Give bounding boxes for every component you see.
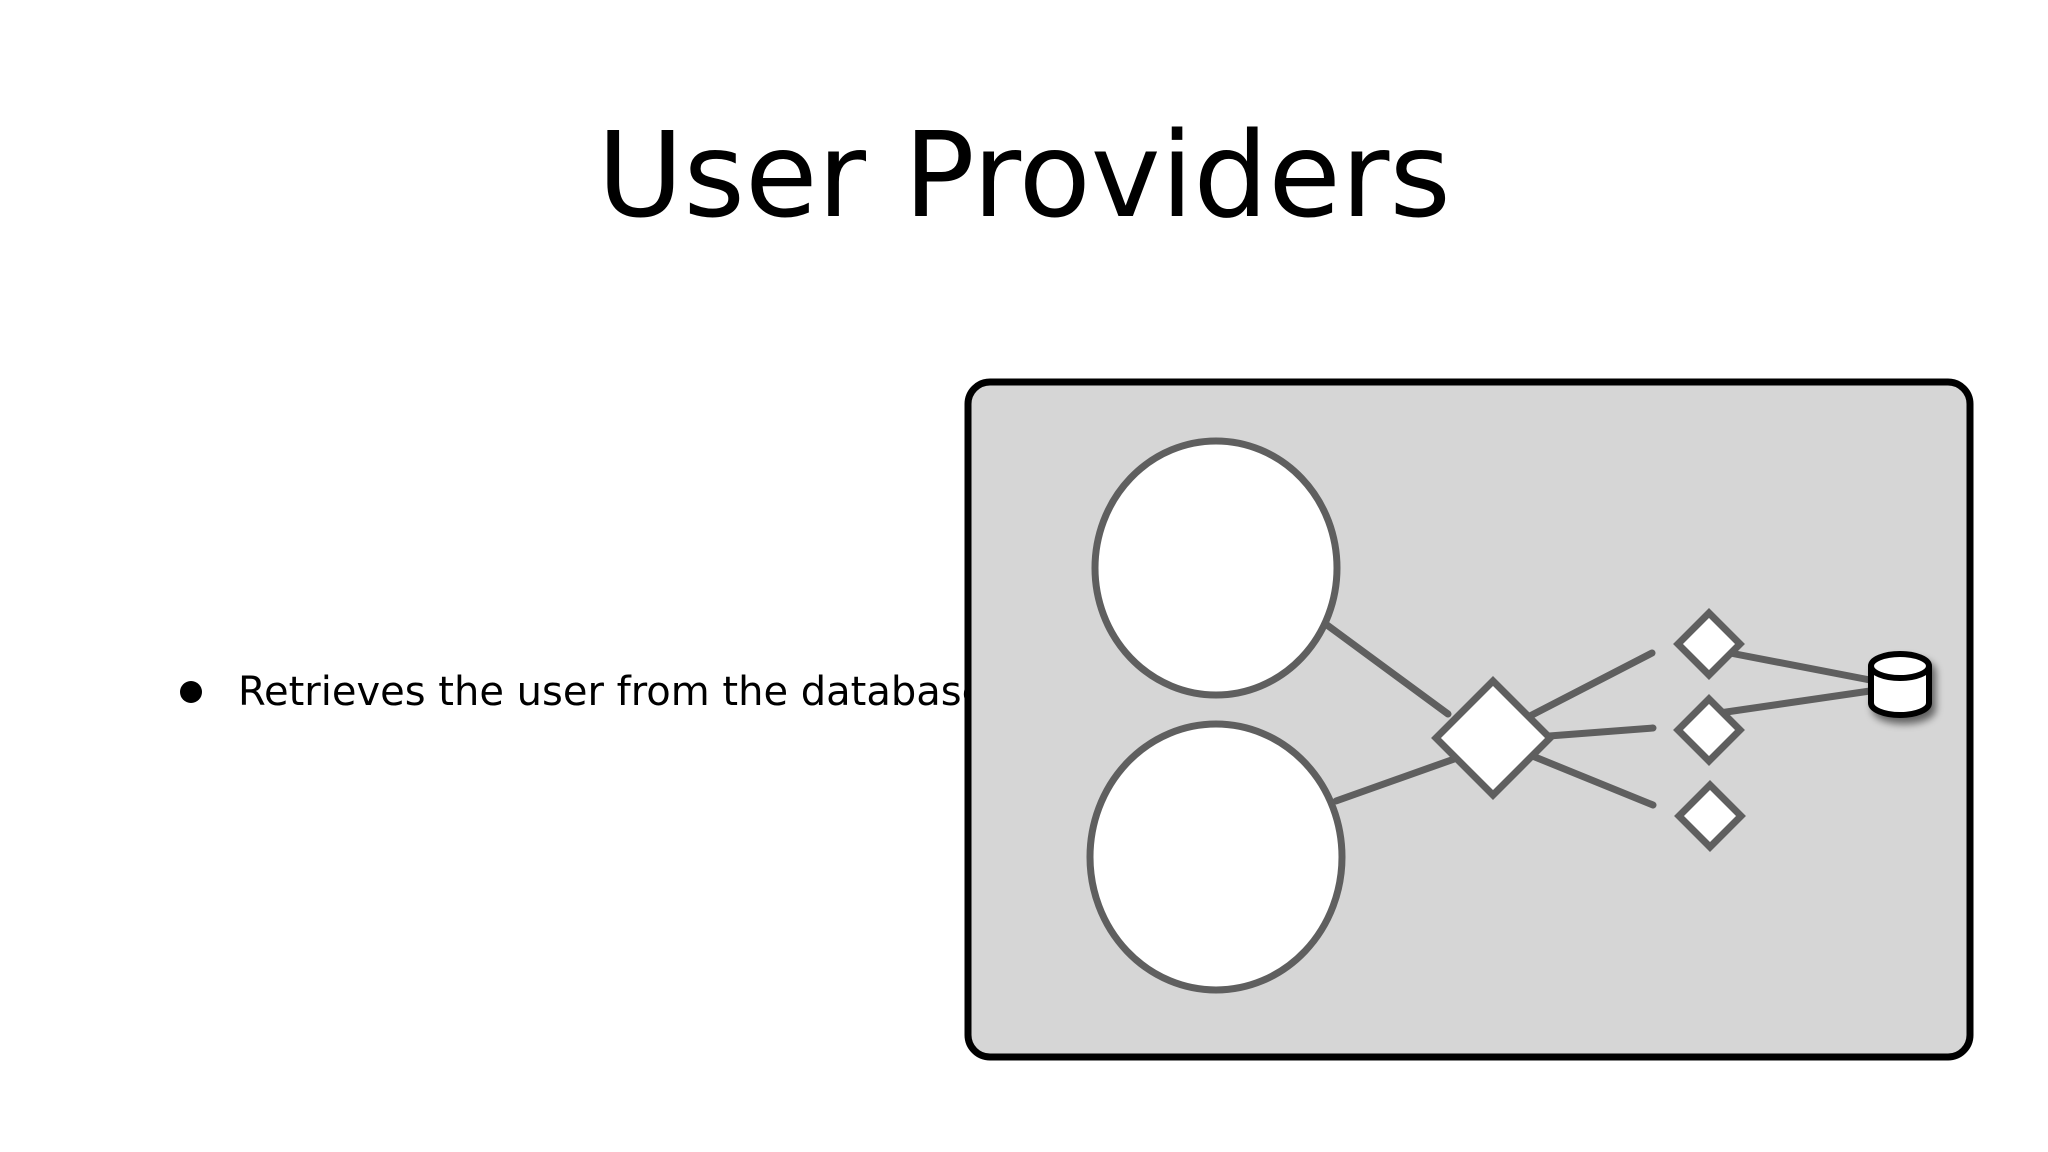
bullet-list: Retrieves the user from the database [180,664,986,720]
edge-service-b-router [1332,754,1461,805]
provider-2-diamond [1673,694,1745,766]
edge-router-provider-2 [1532,724,1657,741]
edge-router-provider-1 [1526,649,1656,720]
provider-1-diamond [1673,608,1745,680]
slide-title: User Providers [597,106,1451,244]
bullet-item: Retrieves the user from the database [180,664,986,720]
edge-router-provider-3 [1526,751,1657,809]
architecture-diagram [964,378,1974,1061]
edge-group [1323,621,1874,809]
router-diamond [1431,676,1555,800]
edge-service-a-router [1323,621,1452,718]
bullet-dot-icon [180,681,202,703]
database-icon [1868,651,1932,718]
provider-3-diamond [1674,780,1746,852]
bullet-text: Retrieves the user from the database [238,669,987,715]
service-b-circle [1086,720,1346,994]
service-a-circle [1091,437,1341,699]
